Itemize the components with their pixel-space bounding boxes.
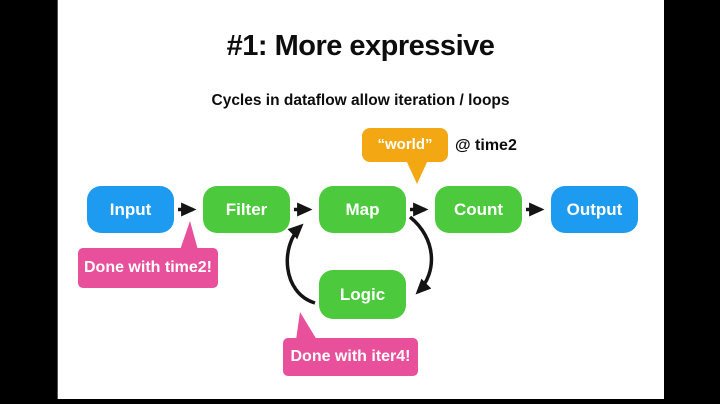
node-map: Map: [319, 186, 406, 233]
callout-done-iter4-tail: [296, 312, 317, 340]
slide-subtitle: Cycles in dataflow allow iteration / loo…: [211, 92, 510, 109]
cycle-arrow-map-to-logic: [408, 215, 434, 295]
node-input: Input: [87, 186, 174, 233]
node-logic: Logic: [319, 270, 406, 319]
letterbox-right-bar: [664, 0, 720, 404]
callout-world-tail: [406, 160, 428, 184]
annotation-at-time2: @ time2: [455, 137, 517, 154]
cycle-arrow-logic-to-map: [285, 223, 316, 305]
callout-world: “world”: [362, 128, 448, 162]
node-output: Output: [551, 186, 638, 233]
letterbox-left-bar: [0, 0, 58, 404]
letterbox-bottom-bar: [0, 399, 720, 404]
node-filter: Filter: [203, 186, 290, 233]
slide-title: #1: More expressive: [226, 30, 495, 62]
node-count: Count: [435, 186, 522, 233]
callout-done-iter4: Done with iter4!: [283, 338, 418, 376]
callout-done-time2-tail: [180, 221, 198, 250]
callout-done-time2: Done with time2!: [78, 248, 218, 288]
